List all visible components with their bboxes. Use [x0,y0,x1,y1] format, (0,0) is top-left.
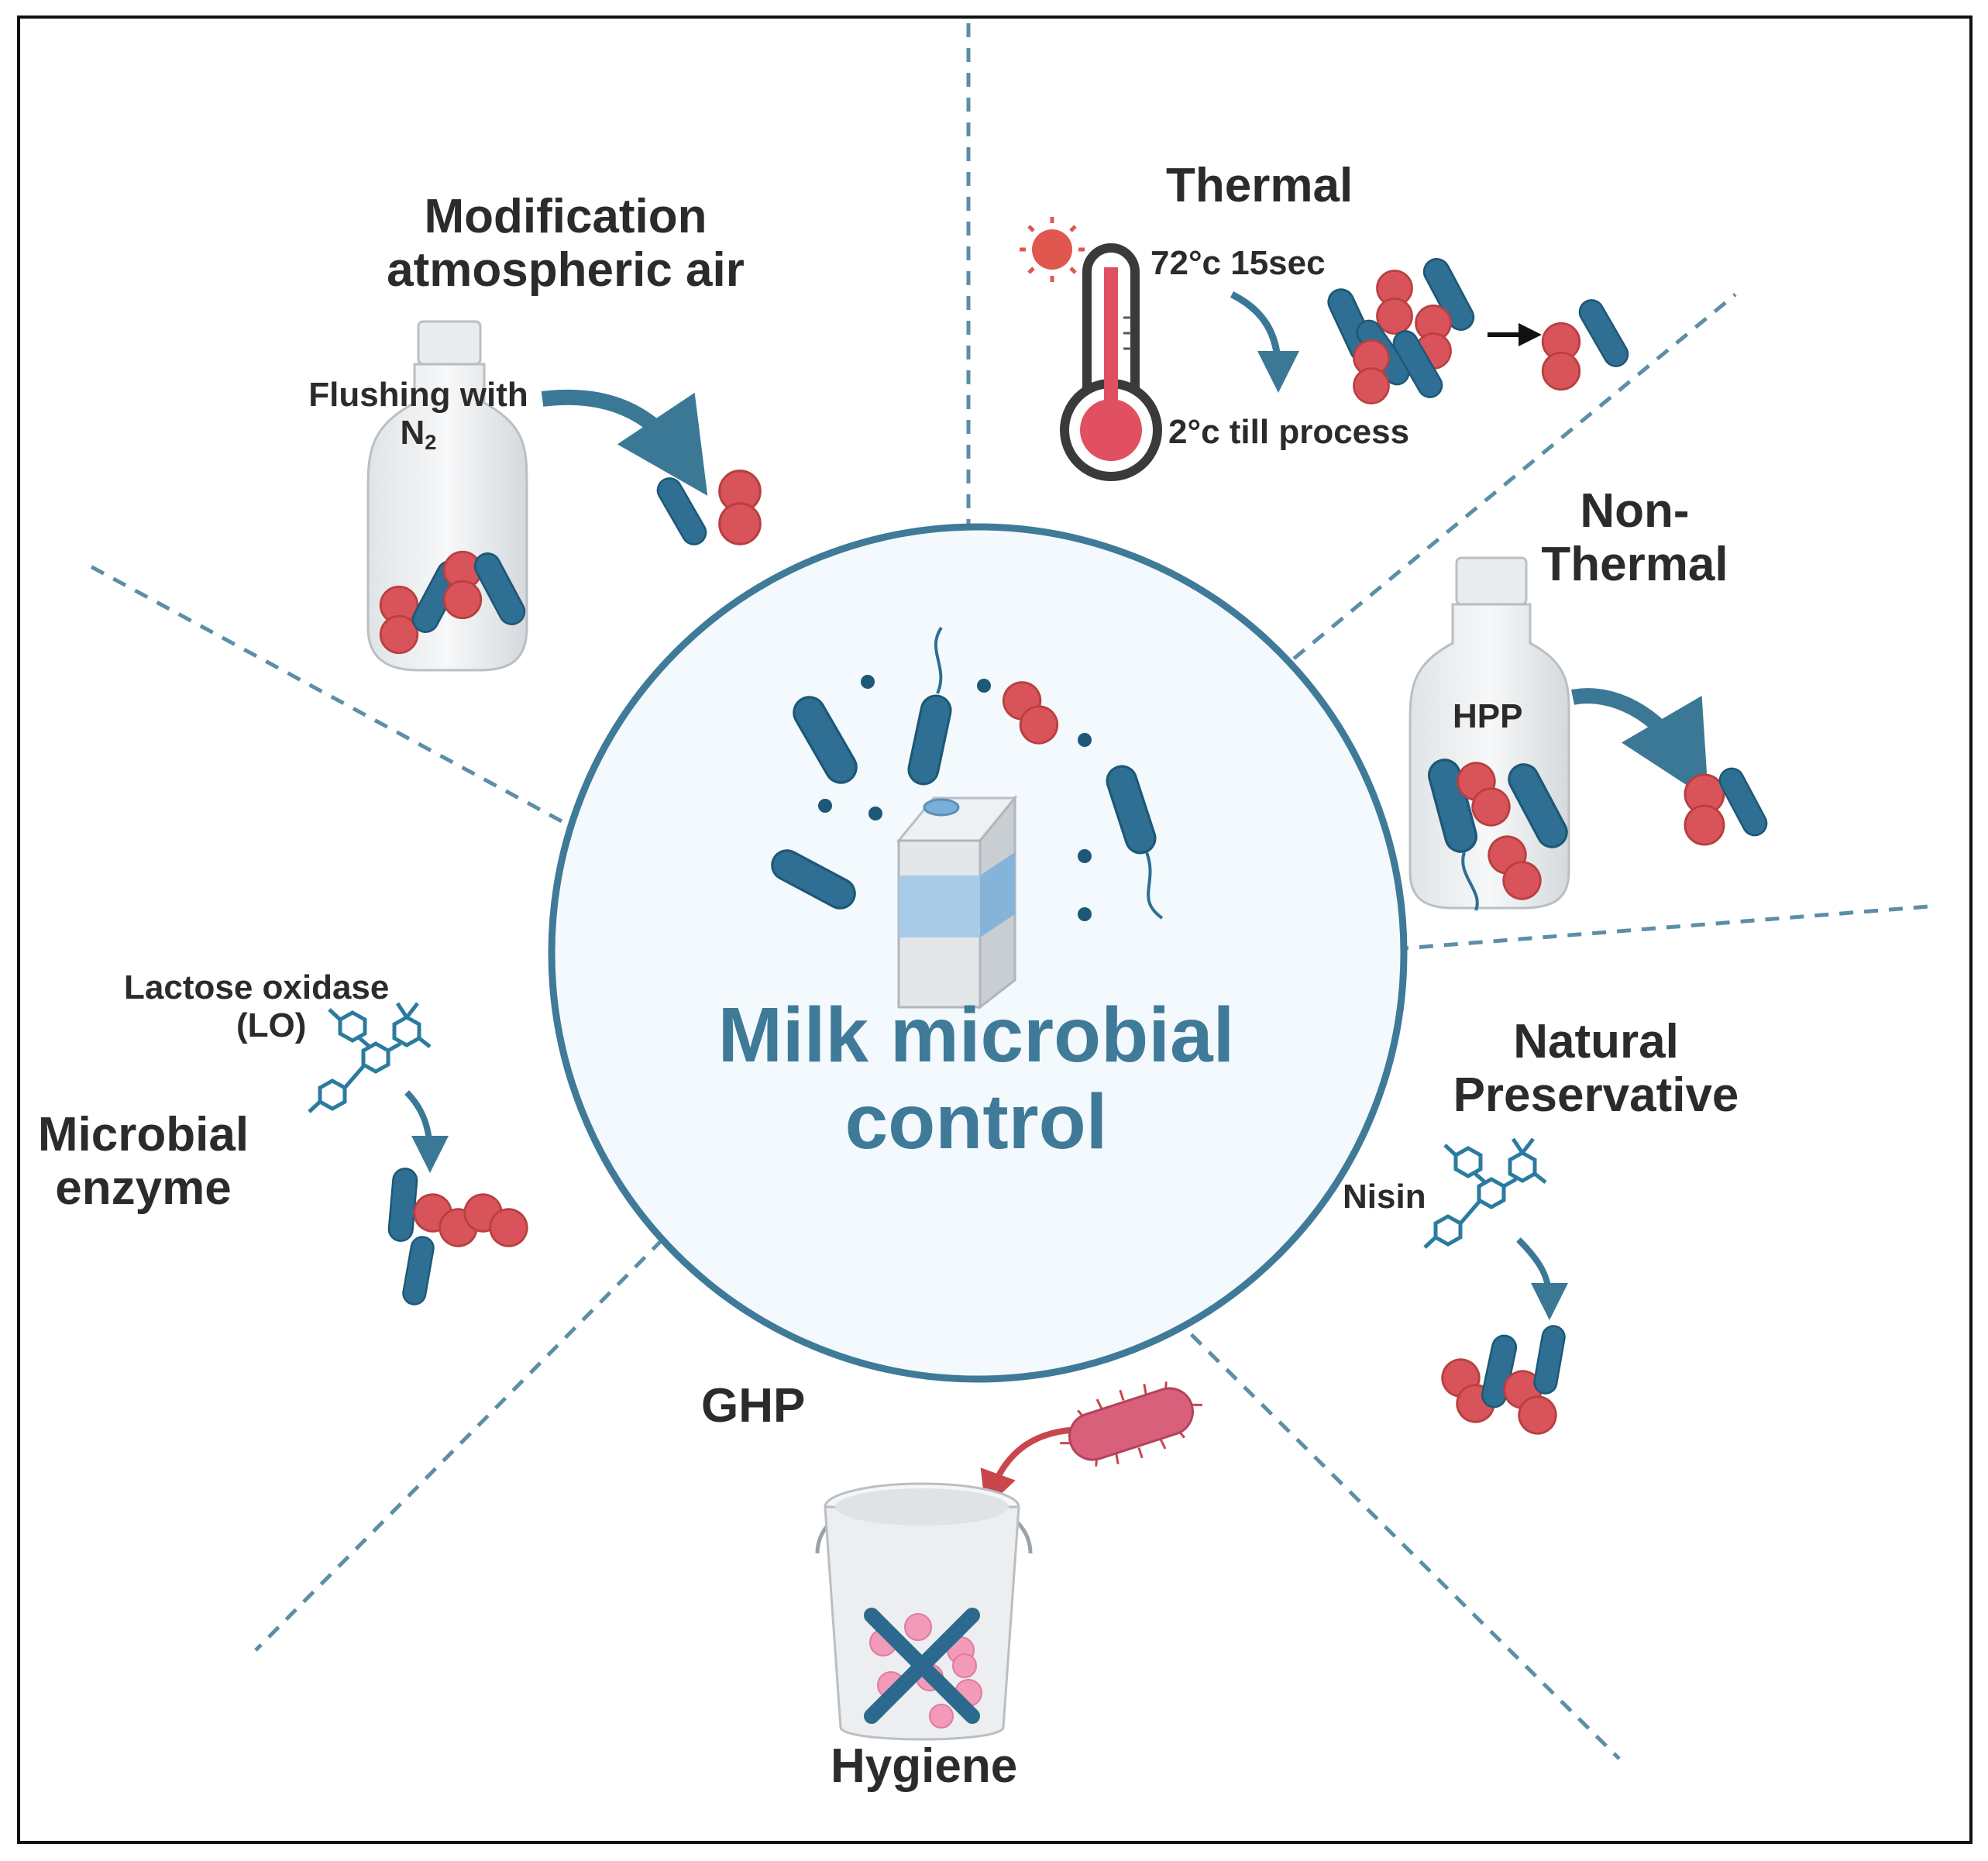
sun-icon [1020,217,1085,282]
spore-dot [1078,849,1092,863]
modification-title: Modification atmospheric air [333,190,798,298]
spore-dot [977,679,991,693]
nisin-label: Nisin [1343,1178,1426,1216]
lactose-oxidase-label: Lactose oxidase (LO) [124,968,389,1045]
natural-preservative-title-line2: Preservative [1453,1068,1739,1123]
microbial-enzyme-title-line1: Microbial [37,1108,249,1161]
pathogen-bacterium-icon [1060,1381,1202,1467]
spore-dot [1078,733,1092,747]
flushing-text: Flushing with [308,376,528,414]
spore-dot [818,799,832,813]
bottle-hpp [1408,556,1574,911]
spore-dot [868,807,882,820]
bottle-modification [366,320,530,672]
rod-bacterium [652,473,711,550]
divider-lower-left [254,1238,664,1652]
modification-title-line2: atmospheric air [387,243,745,298]
microbial-enzyme-title: Microbial enzyme [23,1108,263,1216]
lactose-oxidase-line1: Lactose oxidase [124,968,390,1006]
flushing-label: Flushing with N2 [279,376,558,455]
arrow-cooling [1230,291,1299,393]
spore-dot [861,675,875,689]
nitrogen-formula: N2 [279,414,558,454]
milk-carton-icon [896,794,1018,1010]
divider-upper-left [88,563,563,824]
hpp-label: HPP [1453,697,1523,735]
non-thermal-title-line1: Non- [1580,484,1690,538]
coccus-bacterium [1541,322,1581,391]
nitrogen-symbol: N [400,414,425,452]
arrow-nisin [1516,1237,1568,1320]
modification-title-line1: Modification [424,190,707,243]
enzyme-bacteria [387,1166,535,1308]
flagellum [934,626,943,694]
ghp-label: GHP [701,1379,806,1433]
bucket-icon [815,1482,1033,1741]
thermometer-icon [1060,243,1162,481]
spore-dot [1078,907,1092,921]
flagellum [1145,851,1164,920]
center-title: Milk microbial control [651,992,1302,1165]
lactose-oxidase-line2: (LO) [236,1006,307,1045]
diagram-frame [17,15,1973,1844]
hygiene-title: Hygiene [831,1739,1018,1793]
coccus-bacterium [718,470,762,545]
nisin-bacteria [1434,1323,1568,1442]
center-title-line1: Milk microbial [717,992,1235,1078]
thermal-title: Thermal [1166,159,1353,212]
section-dividers [88,23,1930,1760]
divider-lower-right [1172,1316,1621,1760]
rod-bacterium [1574,294,1633,372]
nitrogen-subscript: 2 [425,430,437,455]
prohibit-x-icon [864,1608,980,1724]
divider-upper-right [1292,293,1737,660]
divider-right [1394,904,1930,951]
center-title-line2: control [844,1078,1108,1165]
non-thermal-title-line2: Thermal [1541,538,1728,592]
arrow-enzyme [404,1090,449,1173]
non-thermal-title: Non- Thermal [1503,484,1766,592]
nisin-molecule-icon [1425,1139,1546,1247]
thermal-step-cooling: 2°c till process [1168,413,1410,451]
thermal-step-heating: 72°c 15sec [1150,244,1326,282]
natural-preservative-title: Natural Preservative [1410,1015,1782,1123]
arrow-flush [541,389,708,496]
arrow-hpp [1571,688,1709,800]
center-microbes [765,626,1164,921]
coccus-bacterium [1684,773,1725,846]
natural-preservative-title-line1: Natural [1513,1015,1679,1068]
thermal-bacteria-cluster [1323,253,1479,404]
microbial-enzyme-title-line2: enzyme [55,1161,232,1216]
